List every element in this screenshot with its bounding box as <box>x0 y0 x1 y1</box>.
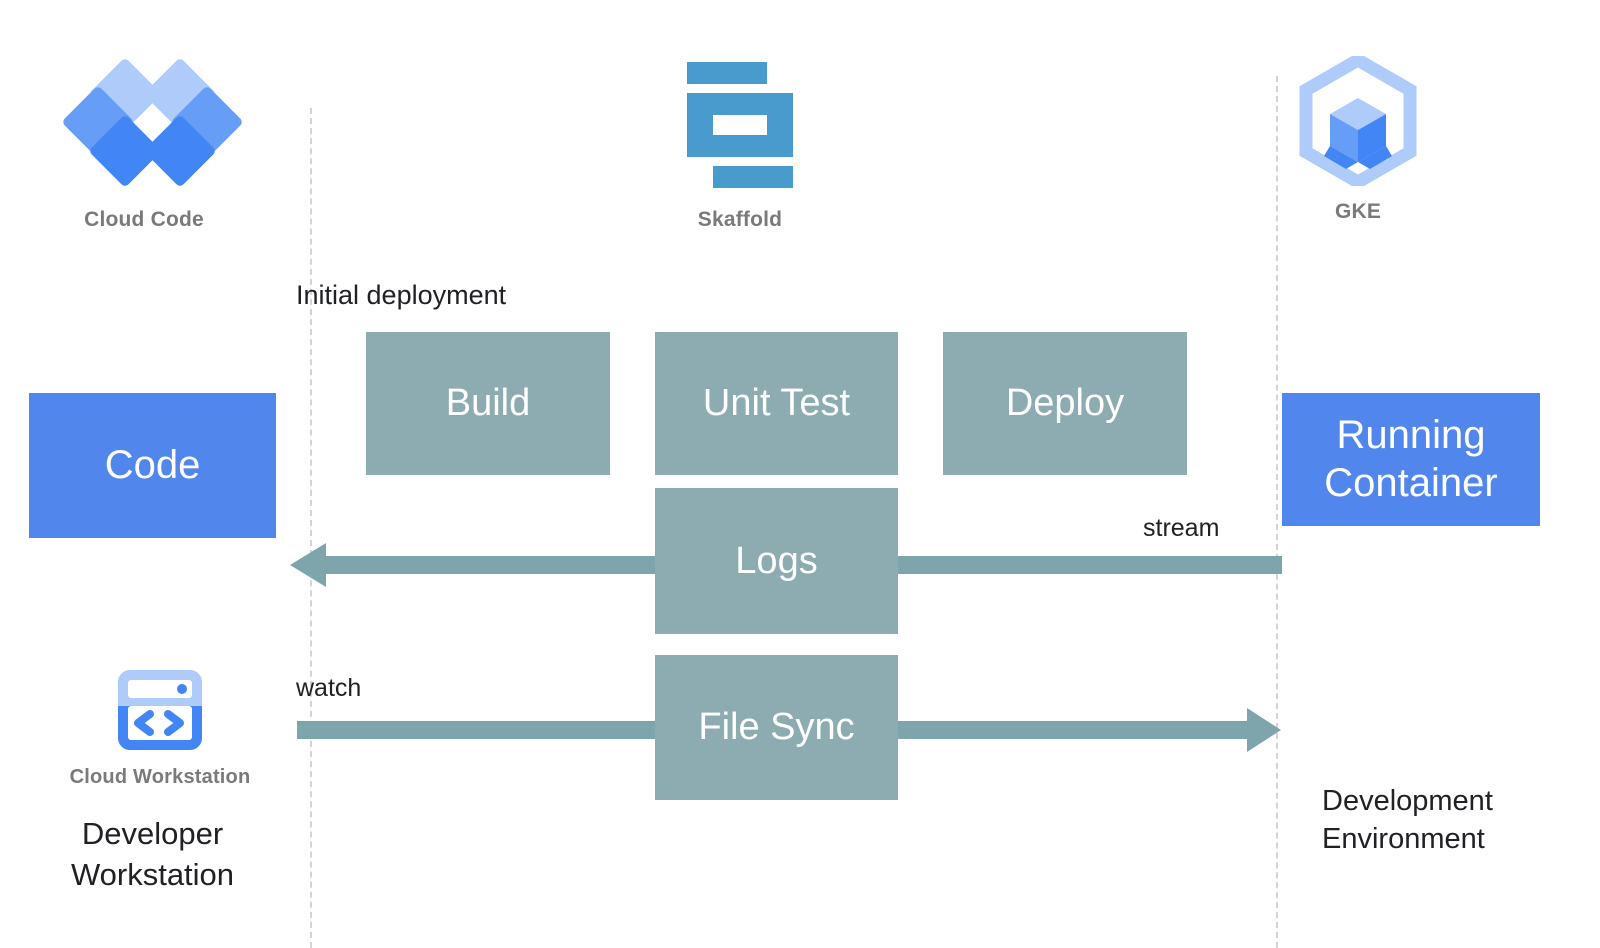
box-build[interactable]: Build <box>366 332 610 475</box>
box-deploy-label: Deploy <box>1005 382 1125 424</box>
logo-skaffold: Skaffold <box>640 62 840 232</box>
development-environment-line2: Environment <box>1322 823 1485 856</box>
developer-workstation-line1: Developer <box>81 816 224 851</box>
label-stream: stream <box>1143 514 1220 542</box>
box-running-container[interactable]: Running Container <box>1282 393 1540 526</box>
logo-skaffold-label: Skaffold <box>697 208 783 231</box>
box-unit-test-label: Unit Test <box>702 382 851 424</box>
box-file-sync-label: File Sync <box>698 706 855 748</box>
box-deploy[interactable]: Deploy <box>943 332 1187 475</box>
box-logs-label: Logs <box>735 539 818 582</box>
skaffold-icon <box>681 62 799 188</box>
logo-cloud-code: Cloud Code <box>44 57 244 232</box>
gke-icon <box>1298 52 1418 190</box>
box-running-container-line2: Container <box>1324 460 1498 505</box>
cloud-workstation-icon <box>112 662 208 758</box>
logo-cloud-workstation-label: Cloud Workstation <box>69 766 251 788</box>
developer-workstation-line2: Workstation <box>70 856 235 892</box>
label-development-environment: Development Environment <box>1322 782 1582 859</box>
box-running-container-line1: Running <box>1336 413 1486 458</box>
cloud-code-icon <box>61 57 244 188</box>
box-file-sync[interactable]: File Sync <box>655 655 898 800</box>
logo-cloud-workstation: Cloud Workstation <box>60 662 260 789</box>
box-code[interactable]: Code <box>29 393 276 538</box>
boundary-line-right <box>1276 76 1278 948</box>
box-unit-test[interactable]: Unit Test <box>655 332 898 475</box>
box-code-label: Code <box>104 442 201 487</box>
development-environment-line1: Development <box>1322 785 1493 817</box>
logo-gke-label: GKE <box>1334 200 1382 223</box>
logo-cloud-code-label: Cloud Code <box>84 208 204 231</box>
box-running-container-label: Running Container <box>1324 412 1497 506</box>
label-initial-deployment: Initial deployment <box>296 280 507 310</box>
label-watch: watch <box>296 674 362 702</box>
label-developer-workstation: Developer Workstation <box>29 814 276 896</box>
box-logs[interactable]: Logs <box>655 488 898 634</box>
logo-gke: GKE <box>1258 52 1458 224</box>
boundary-line-left <box>310 108 312 948</box>
box-build-label: Build <box>445 382 531 424</box>
